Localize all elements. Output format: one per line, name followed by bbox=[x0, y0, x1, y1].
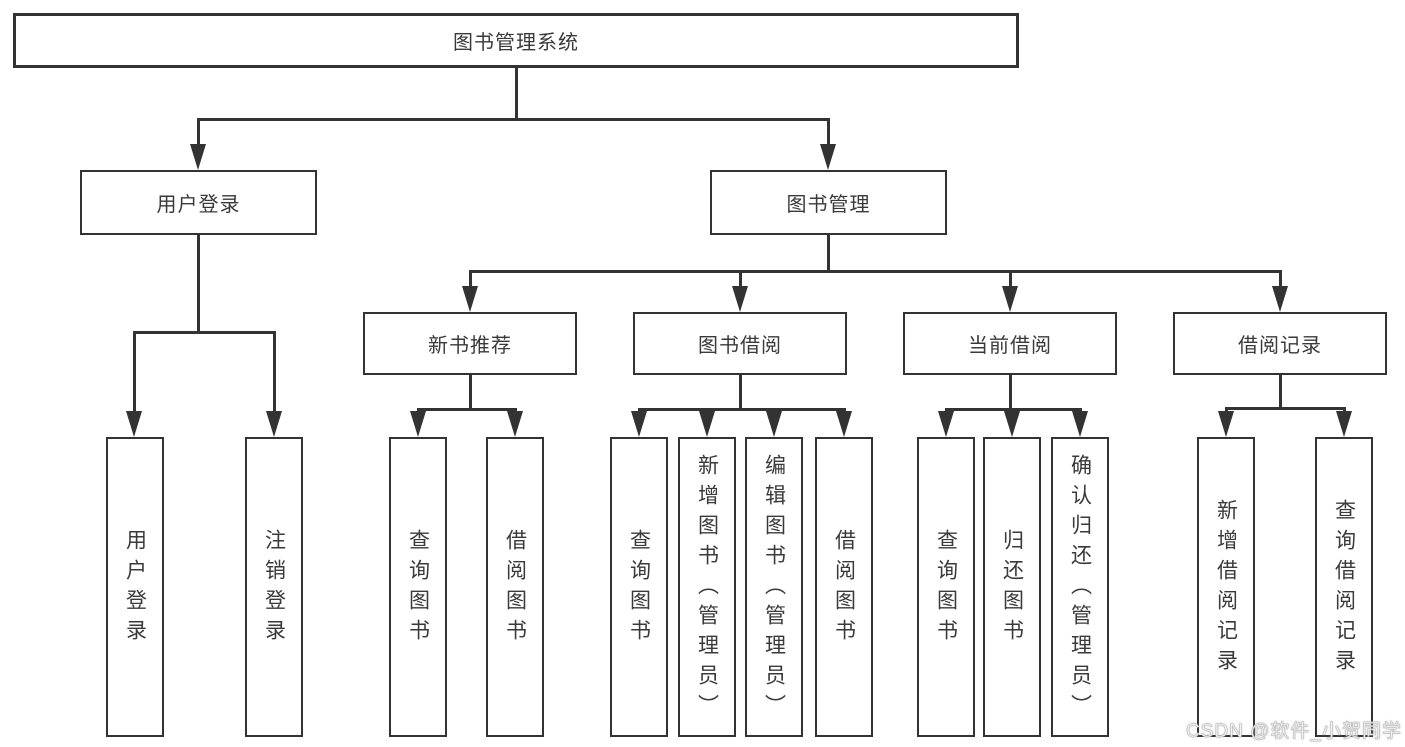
leaf-borrow-add-books-admin-label: 新增图书（管理员） bbox=[695, 454, 719, 724]
arrow-down-icon bbox=[1004, 411, 1020, 437]
csdn-watermark: CSDN @软件_小贺同学 bbox=[1186, 721, 1402, 743]
node-root-label: 图书管理系统 bbox=[453, 32, 579, 54]
node-root: 图书管理系统 bbox=[13, 13, 1019, 68]
leaf-borrow-query-books-label: 查询图书 bbox=[627, 529, 651, 649]
connector-line bbox=[827, 118, 830, 148]
arrow-down-icon bbox=[1218, 411, 1234, 437]
connector-line bbox=[469, 270, 472, 290]
arrow-down-icon bbox=[836, 411, 852, 437]
arrow-down-icon bbox=[820, 144, 836, 170]
leaf-logout-label: 注销登录 bbox=[262, 529, 286, 649]
leaf-record-query: 查询借阅记录 bbox=[1315, 437, 1373, 737]
leaf-borrow-edit-books-admin: 编辑图书（管理员） bbox=[745, 437, 803, 737]
leaf-borrow-borrow-books-label: 借阅图书 bbox=[832, 529, 856, 649]
node-new-book-recommend-label: 新书推荐 bbox=[428, 335, 512, 357]
node-user-login: 用户登录 bbox=[80, 170, 317, 235]
leaf-user-login-label: 用户登录 bbox=[123, 529, 147, 649]
connector-line bbox=[133, 331, 136, 413]
arrow-down-icon bbox=[266, 411, 282, 437]
leaf-user-login: 用户登录 bbox=[106, 437, 164, 737]
node-current-borrowing: 当前借阅 bbox=[903, 312, 1117, 375]
arrow-down-icon bbox=[507, 411, 523, 437]
arrow-down-icon bbox=[1002, 286, 1018, 312]
leaf-rec-borrow-books-label: 借阅图书 bbox=[503, 529, 527, 649]
node-new-book-recommend: 新书推荐 bbox=[363, 312, 577, 375]
arrow-down-icon bbox=[190, 144, 206, 170]
connector-line bbox=[1279, 270, 1282, 290]
leaf-current-return-books-label: 归还图书 bbox=[1000, 529, 1024, 649]
connector-line bbox=[197, 235, 200, 334]
leaf-rec-borrow-books: 借阅图书 bbox=[486, 437, 544, 737]
node-borrowing-records-label: 借阅记录 bbox=[1238, 335, 1322, 357]
node-book-borrowing-label: 图书借阅 bbox=[698, 335, 782, 357]
arrow-down-icon bbox=[1336, 411, 1352, 437]
leaf-logout: 注销登录 bbox=[245, 437, 303, 737]
arrow-down-icon bbox=[732, 286, 748, 312]
node-book-management: 图书管理 bbox=[710, 170, 947, 235]
connector-line bbox=[638, 408, 845, 411]
arrow-down-icon bbox=[1072, 411, 1088, 437]
arrow-down-icon bbox=[938, 411, 954, 437]
connector-line bbox=[197, 118, 830, 121]
node-book-management-label: 图书管理 bbox=[786, 194, 871, 216]
leaf-rec-query-books: 查询图书 bbox=[389, 437, 447, 737]
connector-line bbox=[469, 270, 1282, 273]
connector-line bbox=[273, 331, 276, 413]
arrow-down-icon bbox=[631, 411, 647, 437]
leaf-rec-query-books-label: 查询图书 bbox=[406, 529, 430, 649]
node-borrowing-records: 借阅记录 bbox=[1173, 312, 1387, 375]
node-user-login-label: 用户登录 bbox=[156, 194, 241, 216]
arrow-down-icon bbox=[410, 411, 426, 437]
node-book-borrowing: 图书借阅 bbox=[633, 312, 847, 375]
connector-line bbox=[133, 331, 276, 334]
connector-line bbox=[739, 270, 742, 290]
leaf-borrow-add-books-admin: 新增图书（管理员） bbox=[678, 437, 736, 737]
leaf-borrow-edit-books-admin-label: 编辑图书（管理员） bbox=[762, 454, 786, 724]
leaf-current-confirm-return-admin: 确认归还（管理员） bbox=[1051, 437, 1109, 737]
connector-line bbox=[515, 68, 518, 120]
arrow-down-icon bbox=[699, 411, 715, 437]
node-current-borrowing-label: 当前借阅 bbox=[968, 335, 1052, 357]
leaf-record-query-label: 查询借阅记录 bbox=[1332, 499, 1356, 679]
leaf-record-add-label: 新增借阅记录 bbox=[1214, 499, 1238, 679]
leaf-current-confirm-return-admin-label: 确认归还（管理员） bbox=[1068, 454, 1092, 724]
connector-line bbox=[469, 375, 472, 411]
leaf-current-query-books: 查询图书 bbox=[917, 437, 975, 737]
connector-line bbox=[739, 375, 742, 411]
connector-line bbox=[1279, 375, 1282, 410]
leaf-record-add: 新增借阅记录 bbox=[1197, 437, 1255, 737]
connector-line bbox=[827, 235, 830, 272]
connector-line bbox=[1225, 407, 1346, 410]
arrow-down-icon bbox=[1272, 286, 1288, 312]
leaf-current-query-books-label: 查询图书 bbox=[934, 529, 958, 649]
leaf-borrow-borrow-books: 借阅图书 bbox=[815, 437, 873, 737]
connector-line bbox=[197, 118, 200, 148]
connector-line bbox=[417, 408, 517, 411]
leaf-current-return-books: 归还图书 bbox=[983, 437, 1041, 737]
leaf-borrow-query-books: 查询图书 bbox=[610, 437, 668, 737]
connector-line bbox=[1009, 375, 1012, 411]
arrow-down-icon bbox=[462, 286, 478, 312]
connector-line bbox=[1009, 270, 1012, 290]
arrow-down-icon bbox=[126, 411, 142, 437]
arrow-down-icon bbox=[766, 411, 782, 437]
